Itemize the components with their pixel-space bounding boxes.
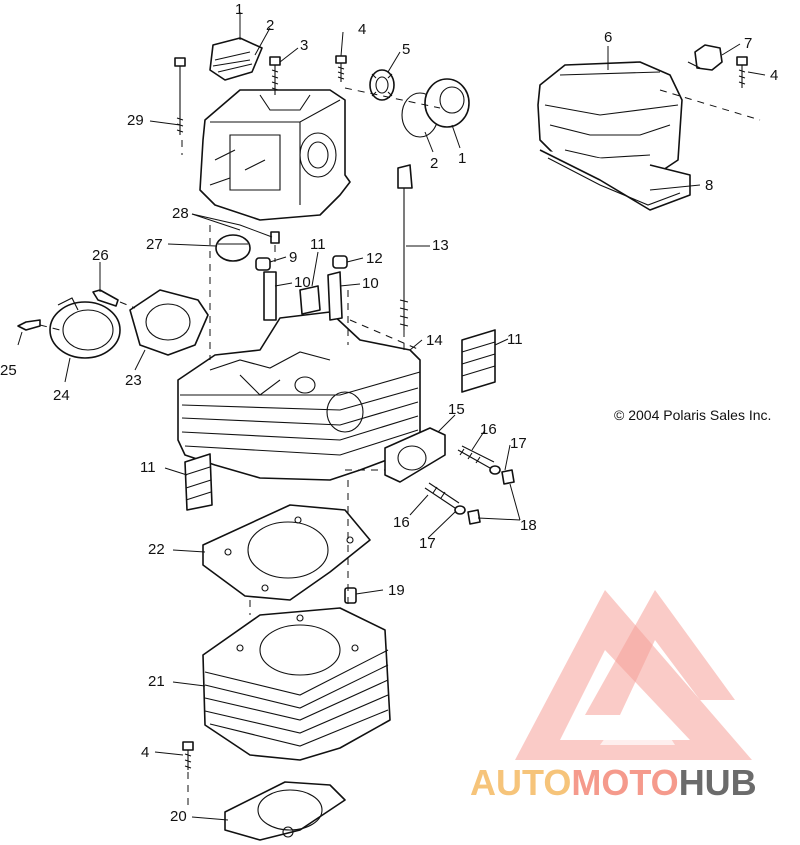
screw-26: [92, 289, 119, 307]
callout-16-top: 16: [480, 421, 497, 438]
callout-11-top: 11: [310, 236, 326, 253]
stud-13: [397, 164, 413, 330]
leader-lines: [17, 12, 766, 821]
shim-stack-right: [461, 329, 496, 393]
plug-27: [215, 234, 251, 262]
callout-11-right: 11: [507, 331, 523, 348]
callout-numbers: 1 2 3 4 5 6 7 4 29 2 1 8 28 27 9 11 12 1…: [0, 1, 778, 825]
assembly-lines: [39, 87, 761, 810]
callout-10-right: 10: [362, 275, 379, 292]
copyright-text: © 2004 Polaris Sales Inc.: [614, 407, 771, 423]
callout-23: 23: [125, 372, 142, 389]
exhaust-studs: [424, 445, 515, 525]
callout-27: 27: [146, 236, 163, 253]
callout-1-top: 1: [235, 1, 243, 18]
callout-18: 18: [520, 517, 537, 534]
cylinder-head: [177, 311, 421, 481]
callout-9: 9: [289, 249, 297, 266]
bolt-4-top: [335, 55, 347, 82]
callout-21: 21: [148, 673, 165, 690]
watermark-moto: MOTO: [571, 762, 678, 803]
callout-22: 22: [148, 541, 165, 558]
callout-14: 14: [426, 332, 443, 349]
callout-10-left: 10: [294, 274, 311, 291]
callout-7: 7: [744, 35, 752, 52]
callout-15: 15: [448, 401, 465, 418]
screw-25: [17, 319, 41, 331]
callout-16-bottom: 16: [393, 514, 410, 531]
callout-3: 3: [300, 37, 308, 54]
callout-24: 24: [53, 387, 70, 404]
dowel-19: [344, 587, 357, 604]
callout-4-bottom: 4: [141, 744, 149, 761]
callout-19: 19: [388, 582, 405, 599]
bolt-4-bottom: [182, 741, 194, 770]
dowel-28: [270, 231, 280, 244]
callout-11-left: 11: [140, 459, 156, 476]
shim-11-top: [299, 285, 321, 315]
intake-boot-23: [129, 289, 209, 356]
head-gasket-22: [202, 504, 371, 601]
base-gasket-20: [224, 781, 346, 841]
callout-12: 12: [366, 250, 383, 267]
callout-4-top: 4: [358, 21, 366, 38]
callout-6: 6: [604, 29, 612, 46]
callout-1-mid: 1: [458, 150, 466, 167]
callout-2-top: 2: [266, 17, 274, 34]
callout-17-top: 17: [510, 435, 527, 452]
callout-26: 26: [92, 247, 109, 264]
valve-guides: [263, 271, 343, 321]
callout-8: 8: [705, 177, 713, 194]
callout-25: 25: [0, 362, 17, 379]
callout-17-bottom: 17: [419, 535, 436, 552]
callout-13: 13: [432, 237, 449, 254]
breather-7: [687, 44, 723, 71]
watermark-text: AUTOMOTOHUB: [470, 762, 757, 803]
automotohub-logo: [515, 590, 752, 760]
valve-seals: [255, 255, 348, 271]
cam-gear: [369, 69, 395, 101]
valve-cover: [537, 61, 691, 211]
callout-20: 20: [170, 808, 187, 825]
watermark-hub: HUB: [679, 762, 757, 803]
clamp-24: [49, 297, 121, 359]
long-bolt-29: [174, 57, 186, 135]
shim-stack-left: [184, 453, 213, 511]
bolt-3: [269, 56, 281, 95]
exhaust-gasket-15: [384, 427, 446, 483]
cylinder-block-21: [202, 607, 391, 761]
callout-28: 28: [172, 205, 189, 222]
side-cap: [401, 78, 470, 138]
callout-5: 5: [402, 41, 410, 58]
valve-cap-top: [209, 37, 263, 81]
watermark-auto: AUTO: [470, 762, 571, 803]
rocker-housing: [199, 89, 351, 221]
bolt-4-right: [736, 56, 748, 88]
callout-29: 29: [127, 112, 144, 129]
callout-2-mid: 2: [430, 155, 438, 172]
callout-4-right: 4: [770, 67, 778, 84]
